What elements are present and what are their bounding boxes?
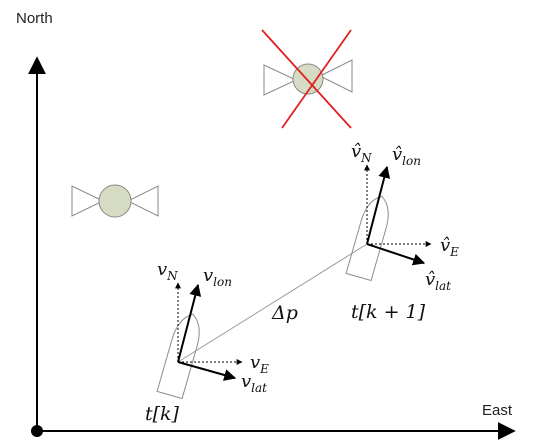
vE-label: vE	[250, 352, 269, 376]
satellite-crossed-icon	[261, 29, 353, 129]
vlat-hat-arrow	[366, 243, 426, 266]
vE-hat-label: v̂E	[440, 235, 459, 259]
vN-hat-label: v̂N	[351, 141, 372, 165]
vlon-arrow	[177, 283, 202, 363]
time-label-k: t[k]	[145, 403, 180, 425]
time-label-k1: t[k + 1]	[351, 301, 426, 323]
vlon-hat-arrow	[366, 165, 391, 245]
displacement-line	[177, 243, 368, 363]
axes: North East	[16, 10, 516, 440]
vN-label: vN	[157, 259, 178, 283]
east-axis-label: East	[482, 402, 513, 419]
vlat-label: vlat	[241, 371, 267, 395]
vessel-k: vN vlon vE vlat t[k]	[145, 259, 269, 425]
vlat-hat-label: v̂lat	[425, 269, 451, 293]
vessel-k1: v̂N v̂lon v̂E v̂lat t[k + 1]	[345, 141, 459, 323]
origin-dot	[31, 425, 43, 437]
boat-hull-icon	[156, 313, 200, 400]
vlon-hat-label: v̂lon	[392, 144, 421, 168]
satellite-icon	[71, 184, 159, 218]
vlat-arrow	[177, 361, 237, 381]
north-axis-label: North	[16, 10, 53, 27]
vlon-label: vlon	[203, 265, 232, 289]
boat-hull-icon	[345, 195, 389, 282]
displacement-label: Δp	[271, 302, 298, 324]
